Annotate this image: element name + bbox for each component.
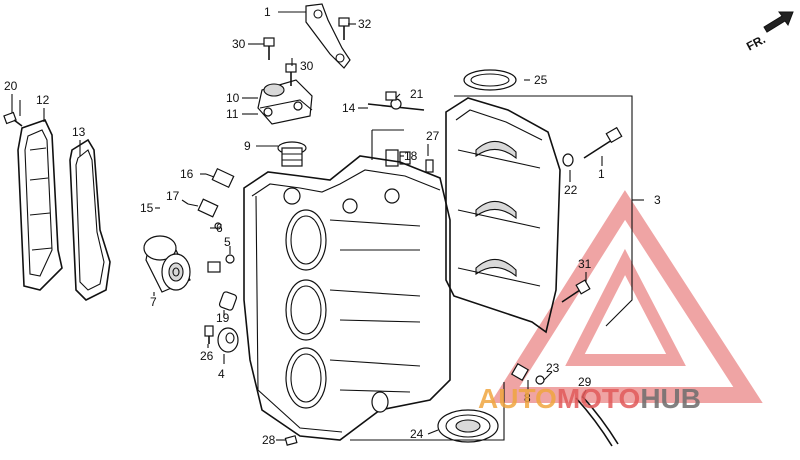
part-label-29: 29 — [578, 375, 592, 389]
gasket-13 — [69, 138, 111, 301]
part-label-6: 6 — [216, 221, 223, 235]
bolt-20 — [3, 94, 23, 127]
small-fittings — [187, 167, 235, 273]
cylinder-block — [243, 155, 451, 441]
front-direction-arrow: FR. — [744, 11, 794, 54]
part-label-14: 14 — [342, 101, 356, 115]
watermark-triangle-logo — [490, 190, 763, 403]
part-label-19: 19 — [216, 311, 230, 325]
part-label-7: 7 — [150, 295, 157, 309]
part-label-22: 22 — [564, 183, 578, 197]
part-label-30a: 30 — [232, 37, 246, 51]
part-label-21: 21 — [410, 87, 424, 101]
part-label-12: 12 — [36, 93, 50, 107]
part-label-31: 31 — [578, 257, 592, 271]
plugs-and-grommets — [204, 291, 239, 353]
watermark-text: AUTOMOTOHUB — [478, 383, 701, 414]
pin-28 — [284, 435, 298, 446]
intake-gasket-12 — [17, 119, 63, 291]
part-label-15: 15 — [140, 201, 154, 215]
crankcase-3 — [445, 97, 561, 334]
bolt-1-and-washer-22 — [562, 126, 623, 167]
part-label-30b: 30 — [300, 59, 314, 73]
part-label-5: 5 — [224, 235, 231, 249]
part-label-2: 1 — [264, 5, 271, 19]
part-label-28: 28 — [262, 433, 276, 447]
part-label-8: 8 — [524, 391, 531, 405]
part-label-3: 3 — [654, 193, 661, 207]
watermark-hub: HUB — [640, 383, 701, 414]
part-label-1: 1 — [598, 167, 605, 181]
oil-filter-7 — [143, 235, 191, 293]
watermark-auto: AUTO — [478, 383, 557, 414]
thermostat-cover-10 — [257, 79, 313, 125]
part-label-4: 4 — [218, 367, 225, 381]
part-label-13: 13 — [72, 125, 86, 139]
sensor-group — [367, 91, 434, 173]
front-direction-label: FR. — [744, 32, 768, 53]
thermostat-9 — [277, 141, 307, 167]
bolts-30 — [263, 37, 297, 86]
bracket-2 — [305, 3, 351, 69]
part-label-27: 27 — [426, 129, 440, 143]
part-label-32: 32 — [358, 17, 372, 31]
seal-ring-25 — [463, 69, 517, 91]
part-label-9: 9 — [244, 139, 251, 153]
part-number-labels: 1 32 30 30 25 20 12 10 11 21 14 13 27 9 … — [4, 5, 661, 447]
part-label-24: 24 — [410, 427, 424, 441]
bearing-24 — [437, 409, 499, 443]
svg-text:AUTOMOTOHUB: AUTOMOTOHUB — [478, 383, 701, 414]
part-label-10: 10 — [226, 91, 240, 105]
part-label-26: 26 — [200, 349, 214, 363]
part-label-18: 18 — [404, 149, 418, 163]
part-label-17: 17 — [166, 189, 180, 203]
part-label-11: 11 — [226, 107, 239, 121]
part-label-16: 16 — [180, 167, 194, 181]
part-label-20: 20 — [4, 79, 18, 93]
watermark-moto: MOTO — [557, 383, 640, 414]
bolt-31 — [561, 279, 591, 303]
part-label-25: 25 — [534, 73, 548, 87]
part-label-23: 23 — [546, 361, 560, 375]
hose-and-fitting — [510, 362, 619, 447]
reference-lines — [19, 11, 644, 441]
